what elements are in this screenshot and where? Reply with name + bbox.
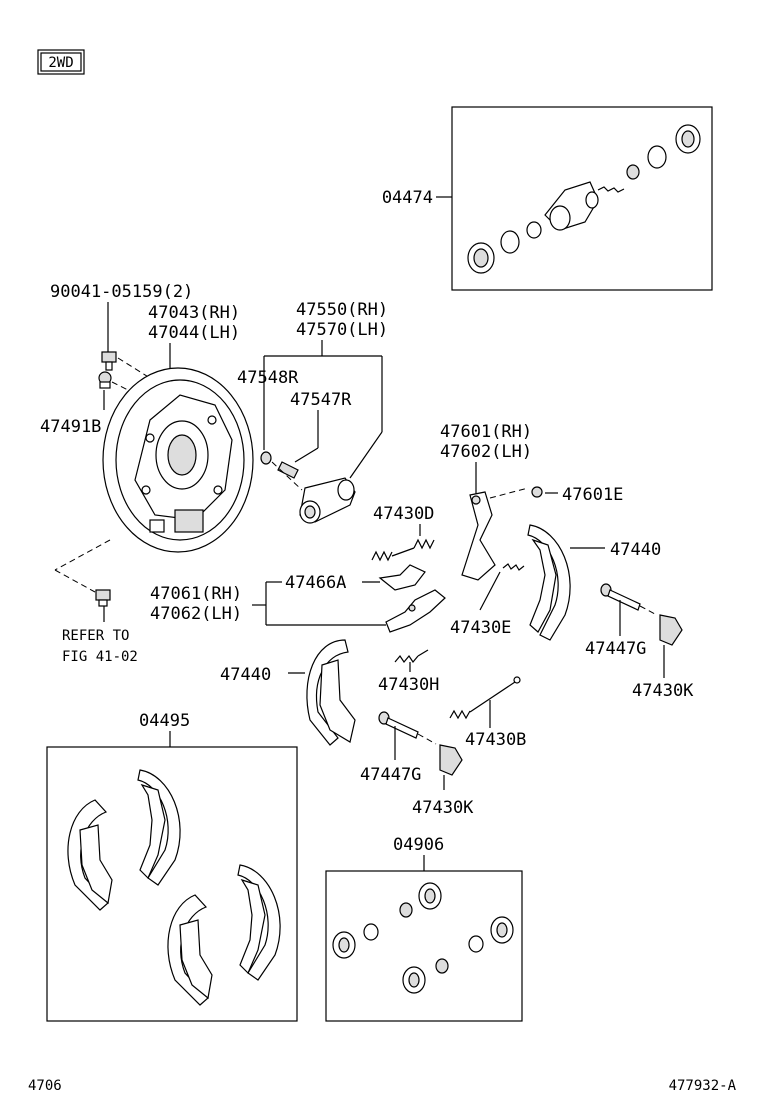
variant-badge: 2WD xyxy=(37,49,85,75)
wheel-cylinder-exploded-icon xyxy=(467,124,701,274)
label-47430k-left: 47430K xyxy=(412,798,474,818)
cap-icon xyxy=(260,451,272,465)
label-47430d: 47430D xyxy=(373,504,434,524)
bolt-icon xyxy=(101,351,117,371)
label-47043-rh: 47043(RH) xyxy=(148,303,240,323)
clip-icon xyxy=(531,486,543,498)
parking-lever-icon xyxy=(461,491,496,581)
label-47430k-right: 47430K xyxy=(632,681,694,701)
label-47602-lh: 47602(LH) xyxy=(440,442,532,462)
hold-down-pin-right-icon xyxy=(600,583,641,611)
label-47062-lh: 47062(LH) xyxy=(150,604,242,624)
brake-shoe-left-icon xyxy=(306,639,356,746)
label-47440-left: 47440 xyxy=(220,665,271,685)
bleeder-icon xyxy=(277,461,299,479)
label-47601-rh: 47601(RH) xyxy=(440,422,532,442)
label-04474: 04474 xyxy=(382,188,433,208)
hold-down-pin-left-icon xyxy=(378,711,419,739)
label-90041-05159: 90041-05159(2) xyxy=(50,282,193,302)
cylinder-kit-box xyxy=(325,870,523,1022)
label-47447g-left: 47447G xyxy=(360,765,421,785)
label-47570-lh: 47570(LH) xyxy=(296,320,388,340)
retainer-left-icon xyxy=(439,744,463,776)
brake-shoe-right-icon xyxy=(527,524,571,641)
backing-plate-icon xyxy=(102,367,254,553)
label-47440-right: 47440 xyxy=(610,540,661,560)
variant-badge-text: 2WD xyxy=(48,55,73,71)
label-47447g-right: 47447G xyxy=(585,639,646,659)
label-47466a: 47466A xyxy=(285,573,346,593)
label-47550-rh: 47550(RH) xyxy=(296,300,388,320)
wheel-cylinder-kit-box: 04474 xyxy=(382,106,713,291)
label-47547r: 47547R xyxy=(290,390,352,410)
spring-b-icon xyxy=(449,676,521,720)
refer-line-1: REFER TO xyxy=(62,628,129,644)
label-47430e: 47430E xyxy=(450,618,511,638)
label-47430b: 47430B xyxy=(465,730,526,750)
label-47430h: 47430H xyxy=(378,675,439,695)
refer-line-2: FIG 41-02 xyxy=(62,649,138,665)
label-47061-rh: 47061(RH) xyxy=(150,584,242,604)
shoe-kit-box xyxy=(46,746,298,1022)
label-47491b: 47491B xyxy=(40,417,101,437)
label-04495: 04495 xyxy=(139,711,190,731)
footer-illustration-code: 477932-A xyxy=(669,1078,737,1094)
bolt-lower-icon xyxy=(95,589,111,607)
label-47601e: 47601E xyxy=(562,485,623,505)
adjuster-strut-icon xyxy=(385,589,446,633)
plug-icon xyxy=(98,371,112,389)
spring-e-icon xyxy=(502,563,525,571)
label-47044-lh: 47044(LH) xyxy=(148,323,240,343)
spring-d-icon xyxy=(371,538,435,562)
label-47548r: 47548R xyxy=(237,368,299,388)
wheel-cylinder-icon xyxy=(299,477,356,524)
retainer-right-icon xyxy=(659,614,683,646)
cylinder-kit-parts-icon xyxy=(332,882,514,994)
spring-h-icon xyxy=(394,649,429,664)
label-04906: 04906 xyxy=(393,835,444,855)
adjuster-lever-icon xyxy=(378,564,426,591)
footer-page-code: 4706 xyxy=(28,1078,62,1094)
shoe-kit-shoes-icon xyxy=(67,769,281,1006)
